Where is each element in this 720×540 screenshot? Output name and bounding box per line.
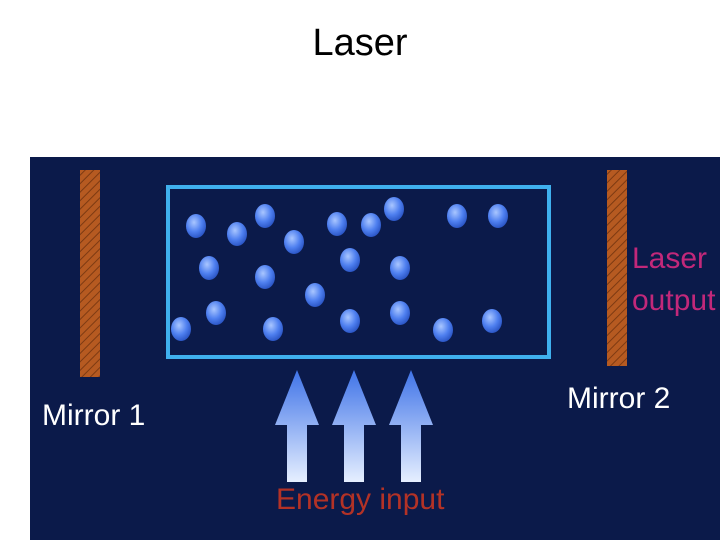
atom <box>305 283 325 307</box>
atom <box>390 256 410 280</box>
laser-cavity <box>166 185 551 359</box>
energy-arrow <box>275 370 319 482</box>
atom <box>340 309 360 333</box>
atom <box>199 256 219 280</box>
atom <box>171 317 191 341</box>
laser-output-label-line2: output <box>632 284 716 317</box>
atom <box>186 214 206 238</box>
atom <box>361 213 381 237</box>
slide-title: Laser <box>312 22 408 64</box>
energy-input-label: Energy input <box>276 483 445 516</box>
atom <box>482 309 502 333</box>
atom <box>447 204 467 228</box>
atoms <box>171 197 508 342</box>
atom <box>206 301 226 325</box>
atom <box>340 248 360 272</box>
mirror-2 <box>607 170 627 366</box>
atom <box>284 230 304 254</box>
energy-arrow <box>332 370 376 482</box>
atom <box>390 301 410 325</box>
mirror-2-label: Mirror 2 <box>567 382 670 415</box>
mirror-1 <box>80 170 100 377</box>
atom <box>255 265 275 289</box>
atom <box>263 317 283 341</box>
atom <box>384 197 404 221</box>
atom <box>255 204 275 228</box>
mirror-1-label: Mirror 1 <box>42 399 145 432</box>
atom <box>327 212 347 236</box>
atom <box>227 222 247 246</box>
energy-arrows <box>275 370 433 482</box>
atom <box>488 204 508 228</box>
laser-output-label-line1: Laser <box>632 242 707 275</box>
atom <box>433 318 453 342</box>
energy-arrow <box>389 370 433 482</box>
